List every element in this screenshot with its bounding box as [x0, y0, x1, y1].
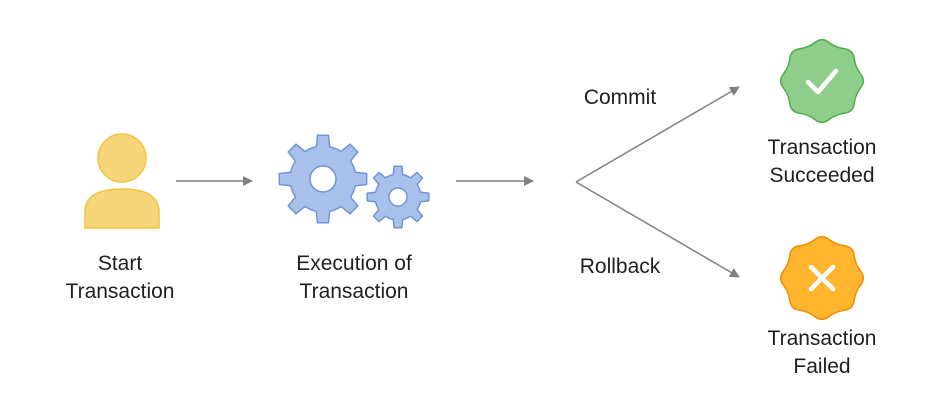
arrow-rollback [575, 181, 740, 278]
rollback-label: Rollback [560, 253, 680, 281]
x-mark-icon [808, 264, 836, 292]
succeeded-label-line1: Transaction [767, 136, 877, 159]
start-label-line2: Transaction [65, 280, 175, 303]
commit-label: Commit [560, 84, 680, 112]
user-icon [84, 133, 160, 229]
rollback-text: Rollback [579, 255, 661, 278]
x-badge-icon [779, 235, 865, 321]
execution-label-line1: Execution of [296, 252, 412, 275]
large-gear-icon [278, 134, 368, 224]
arrow-commit [575, 86, 740, 183]
succeeded-label: Transaction Succeeded [742, 134, 902, 190]
small-gear-icon [366, 165, 430, 229]
gears-icon [278, 134, 430, 229]
succeeded-label-line2: Succeeded [769, 164, 875, 187]
failed-label: Transaction Failed [742, 325, 902, 381]
failed-label-line2: Failed [793, 355, 851, 378]
execution-label: Execution of Transaction [264, 250, 444, 306]
failed-label-line1: Transaction [767, 327, 877, 350]
execution-label-line2: Transaction [299, 280, 409, 303]
start-label-line1: Start [97, 252, 143, 275]
check-mark-icon [805, 68, 839, 95]
start-transaction-label: Start Transaction [40, 250, 200, 306]
commit-text: Commit [583, 86, 657, 109]
check-badge-icon [779, 38, 865, 124]
